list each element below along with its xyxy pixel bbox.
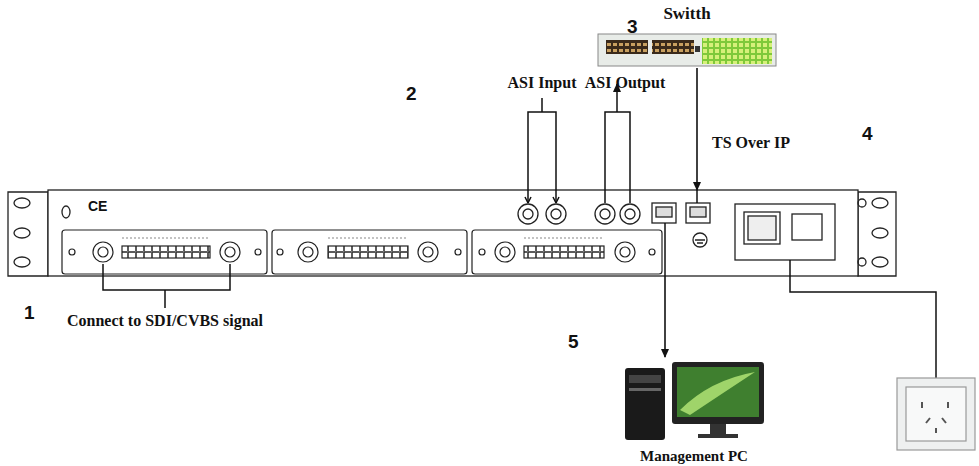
pc-node: Management PC xyxy=(612,357,776,465)
switch-node: Switth xyxy=(596,4,778,68)
port-label: ASI Input xyxy=(508,74,577,92)
node-text: Switth xyxy=(663,4,710,24)
edge-label: TS Over IP xyxy=(712,134,790,152)
signal-label: Connect to SDI/CVBS signal xyxy=(67,312,263,330)
connector xyxy=(696,68,698,190)
node-text: CE xyxy=(88,198,107,214)
device-node: CE xyxy=(48,190,858,276)
callout-number: 4 xyxy=(862,123,873,145)
callout-number: 1 xyxy=(24,302,35,324)
callout-number: 3 xyxy=(627,16,638,38)
node-text: Management PC xyxy=(640,448,748,465)
callout-number: 2 xyxy=(406,83,417,105)
callout-number: 5 xyxy=(568,331,579,353)
connector xyxy=(664,276,666,357)
port-label: ASI Output xyxy=(585,74,665,92)
